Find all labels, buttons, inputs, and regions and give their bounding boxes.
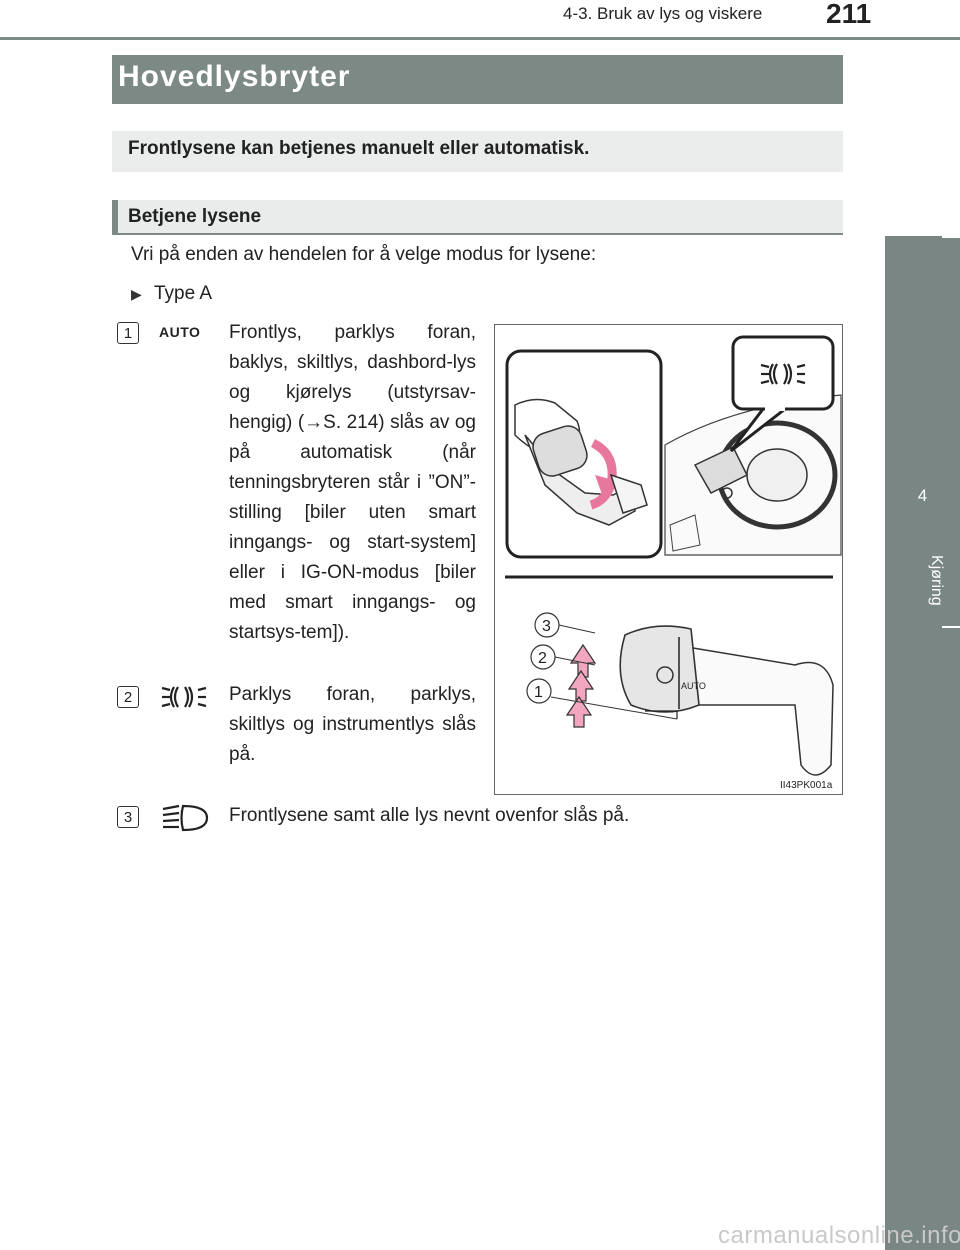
hand-rotating-lever-inset — [505, 349, 663, 559]
item-1-description: Frontlys, parklys foran, baklys, skiltly… — [229, 322, 476, 643]
page-number: 211 — [826, 0, 872, 29]
watermark: carmanualsonline.info — [718, 1222, 960, 1249]
intro-text: Frontlysene kan betjenes manuelt eller a… — [128, 138, 590, 159]
type-label: Type A — [154, 283, 213, 304]
figure-code: II43PK001a — [780, 780, 833, 791]
title-bar — [112, 55, 843, 104]
chapter-name: Kjøring — [928, 555, 945, 606]
running-header-section: 4-3. Bruk av lys og viskere — [563, 4, 763, 23]
header-rule — [0, 37, 960, 40]
auto-mode-label: AUTO — [159, 324, 201, 340]
callout-2: 2 — [538, 650, 547, 667]
tab-tick-top — [942, 236, 960, 238]
page-title: Hovedlysbryter — [118, 60, 351, 93]
light-switch-illustration: AUTO 3 2 1 — [494, 324, 843, 795]
item-number-3: 3 — [117, 806, 139, 828]
parking-lights-icon — [160, 684, 208, 715]
body-intro: Vri på enden av hendelen for å velge mod… — [131, 244, 597, 265]
subheading: Betjene lysene — [128, 206, 262, 227]
item-number-2: 2 — [117, 686, 139, 708]
chapter-side-tab — [885, 236, 960, 1250]
item-3-description: Frontlysene samt alle lys nevnt ovenfor … — [229, 805, 630, 826]
lever-detail: AUTO 3 2 1 — [526, 612, 834, 776]
dashboard-view — [664, 335, 842, 556]
callout-3: 3 — [542, 618, 551, 635]
arrow-position-3 — [569, 643, 597, 678]
arrow-position-1 — [565, 695, 593, 728]
item-number-1: 1 — [117, 322, 139, 344]
chapter-number: 4 — [917, 486, 928, 505]
headlights-icon — [160, 803, 210, 838]
intro-box — [112, 131, 843, 172]
callout-1: 1 — [534, 684, 543, 701]
item-2-description: Parklys foran, parklys, skiltlys og inst… — [229, 684, 476, 765]
subheading-rule — [112, 233, 843, 235]
tab-tick-bottom — [942, 626, 960, 628]
type-marker-icon: ▶ — [131, 286, 142, 302]
lever-auto-label: AUTO — [681, 681, 706, 691]
arrow-position-2 — [567, 669, 595, 702]
subheading-box — [112, 200, 843, 234]
